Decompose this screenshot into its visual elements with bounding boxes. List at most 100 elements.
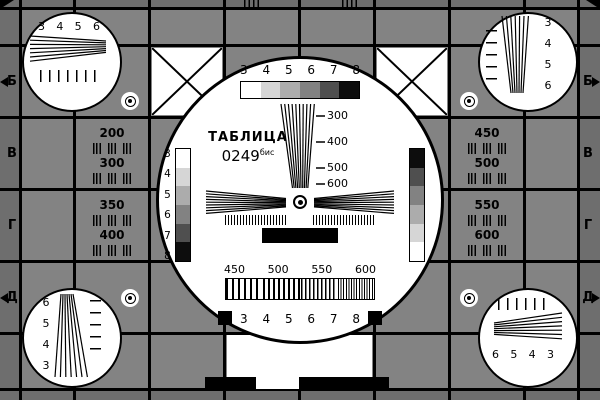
bullseye-target xyxy=(460,289,478,307)
top-edge-ticks xyxy=(244,0,260,7)
bar-group xyxy=(107,143,117,154)
table-title: ТАБЛИЦА xyxy=(208,130,288,145)
grid-line-horizontal xyxy=(0,44,600,47)
resolution-fan-top-left xyxy=(29,35,107,62)
right-edge-strip xyxy=(579,0,600,400)
diagonal-cell-right xyxy=(377,48,447,115)
table-code: 0249бис xyxy=(208,147,288,165)
corner-labels-bottom-right: 6 5 4 3 xyxy=(492,348,554,361)
bullseye-target xyxy=(121,289,139,307)
corner-label: 5 xyxy=(544,58,552,71)
corner-label: 4 xyxy=(42,338,50,351)
scale-label: 6 xyxy=(307,63,316,77)
grid-line-vertical xyxy=(523,0,526,400)
row-label-right-g: Г xyxy=(583,218,593,233)
grid-line-vertical xyxy=(148,0,151,400)
corner-label: 3 xyxy=(42,359,50,372)
left-edge-strip xyxy=(0,0,21,400)
resolution-bars xyxy=(90,215,134,226)
row-label-left-g: Г xyxy=(7,218,17,233)
bar-group xyxy=(92,245,102,256)
bottom-number-labels: 3 4 5 6 7 8 xyxy=(240,312,360,326)
corner-labels-top-right: 3 4 5 6 xyxy=(542,16,554,92)
corner-label: 3 xyxy=(38,20,45,33)
bar-group xyxy=(467,215,477,226)
row-marker-arrow xyxy=(592,77,600,87)
grayscale-strip-right xyxy=(409,148,425,262)
resolution-bars xyxy=(90,173,134,184)
bar-group xyxy=(467,245,477,256)
bar-group xyxy=(122,173,132,184)
wedge-label: 500 xyxy=(327,161,348,174)
gray-step xyxy=(339,82,360,98)
bullseye-dot xyxy=(128,99,132,103)
bar-group xyxy=(92,173,102,184)
burst-segment xyxy=(300,279,337,299)
gray-step xyxy=(176,149,190,168)
corner-labels-bottom-left: 6 5 4 3 xyxy=(40,296,52,372)
corner-label: 6 xyxy=(92,20,100,33)
scale-label: 5 xyxy=(284,63,293,77)
gray-step xyxy=(176,223,190,243)
row-marker-arrow xyxy=(0,77,8,87)
corner-labels-top-left: 3 4 5 6 xyxy=(38,20,100,33)
row-label-right-d: Д xyxy=(582,290,594,305)
bullseye-ring xyxy=(293,195,307,209)
row-label-left-v: В xyxy=(7,146,17,161)
corner-circle-top-left xyxy=(22,12,122,112)
bullseye-target xyxy=(460,92,478,110)
bar-group xyxy=(122,215,132,226)
gray-label: 7 xyxy=(164,229,171,242)
bar-group xyxy=(107,173,117,184)
gray-label: 3 xyxy=(164,148,171,160)
grayscale-labels-left: 3 4 5 6 7 8 xyxy=(161,148,174,262)
resolution-bars xyxy=(90,143,134,154)
frequency-grating-right xyxy=(313,215,375,225)
corner-label: 6 xyxy=(42,296,50,309)
scale-label: 8 xyxy=(352,312,360,326)
black-reference-bar xyxy=(262,228,338,243)
bar-group xyxy=(482,215,492,226)
bar-group xyxy=(92,143,102,154)
scale-label: 4 xyxy=(262,312,271,326)
top-scale-labels: 3 4 5 6 7 8 xyxy=(240,63,360,77)
gray-label: 6 xyxy=(164,209,171,222)
corner-marker xyxy=(586,0,600,9)
gray-step xyxy=(176,205,190,224)
burst-segment xyxy=(337,279,374,299)
gray-step xyxy=(176,167,190,187)
corner-label: 5 xyxy=(42,317,50,330)
bullseye-dot xyxy=(297,199,303,205)
grid-line-vertical xyxy=(577,0,580,400)
gray-step xyxy=(241,82,261,98)
top-edge-ticks xyxy=(342,0,358,7)
corner-label: 6 xyxy=(544,79,552,92)
wedge-label: 400 xyxy=(327,135,348,148)
grid-line-vertical xyxy=(448,0,451,400)
resolution-label: 350 xyxy=(99,198,125,212)
scale-label: 7 xyxy=(329,63,338,77)
gray-step xyxy=(176,186,190,206)
gray-step xyxy=(410,223,424,243)
bar-group xyxy=(107,245,117,256)
bar-group xyxy=(122,245,132,256)
resolution-label: 400 xyxy=(99,228,125,242)
resolution-bars xyxy=(465,245,509,256)
sync-bar-right xyxy=(299,377,389,389)
bar-group xyxy=(497,215,507,226)
scale-label: 600 xyxy=(354,262,376,276)
row-label-right-v: В xyxy=(583,146,593,161)
title-block: ТАБЛИЦА 0249бис xyxy=(208,130,288,165)
resolution-label: 450 xyxy=(474,126,500,140)
scale-label: 4 xyxy=(262,63,271,77)
grid-line-vertical xyxy=(19,0,22,400)
black-square-left xyxy=(218,311,232,325)
resolution-label: 200 xyxy=(99,126,125,140)
scale-label: 3 xyxy=(240,63,248,77)
resolution-label: 550 xyxy=(474,198,500,212)
bullseye-ring xyxy=(124,95,136,107)
gray-step xyxy=(300,82,320,98)
scale-label: 550 xyxy=(311,262,333,276)
gray-step xyxy=(280,82,301,98)
row-label-left-d: Д xyxy=(6,290,18,305)
